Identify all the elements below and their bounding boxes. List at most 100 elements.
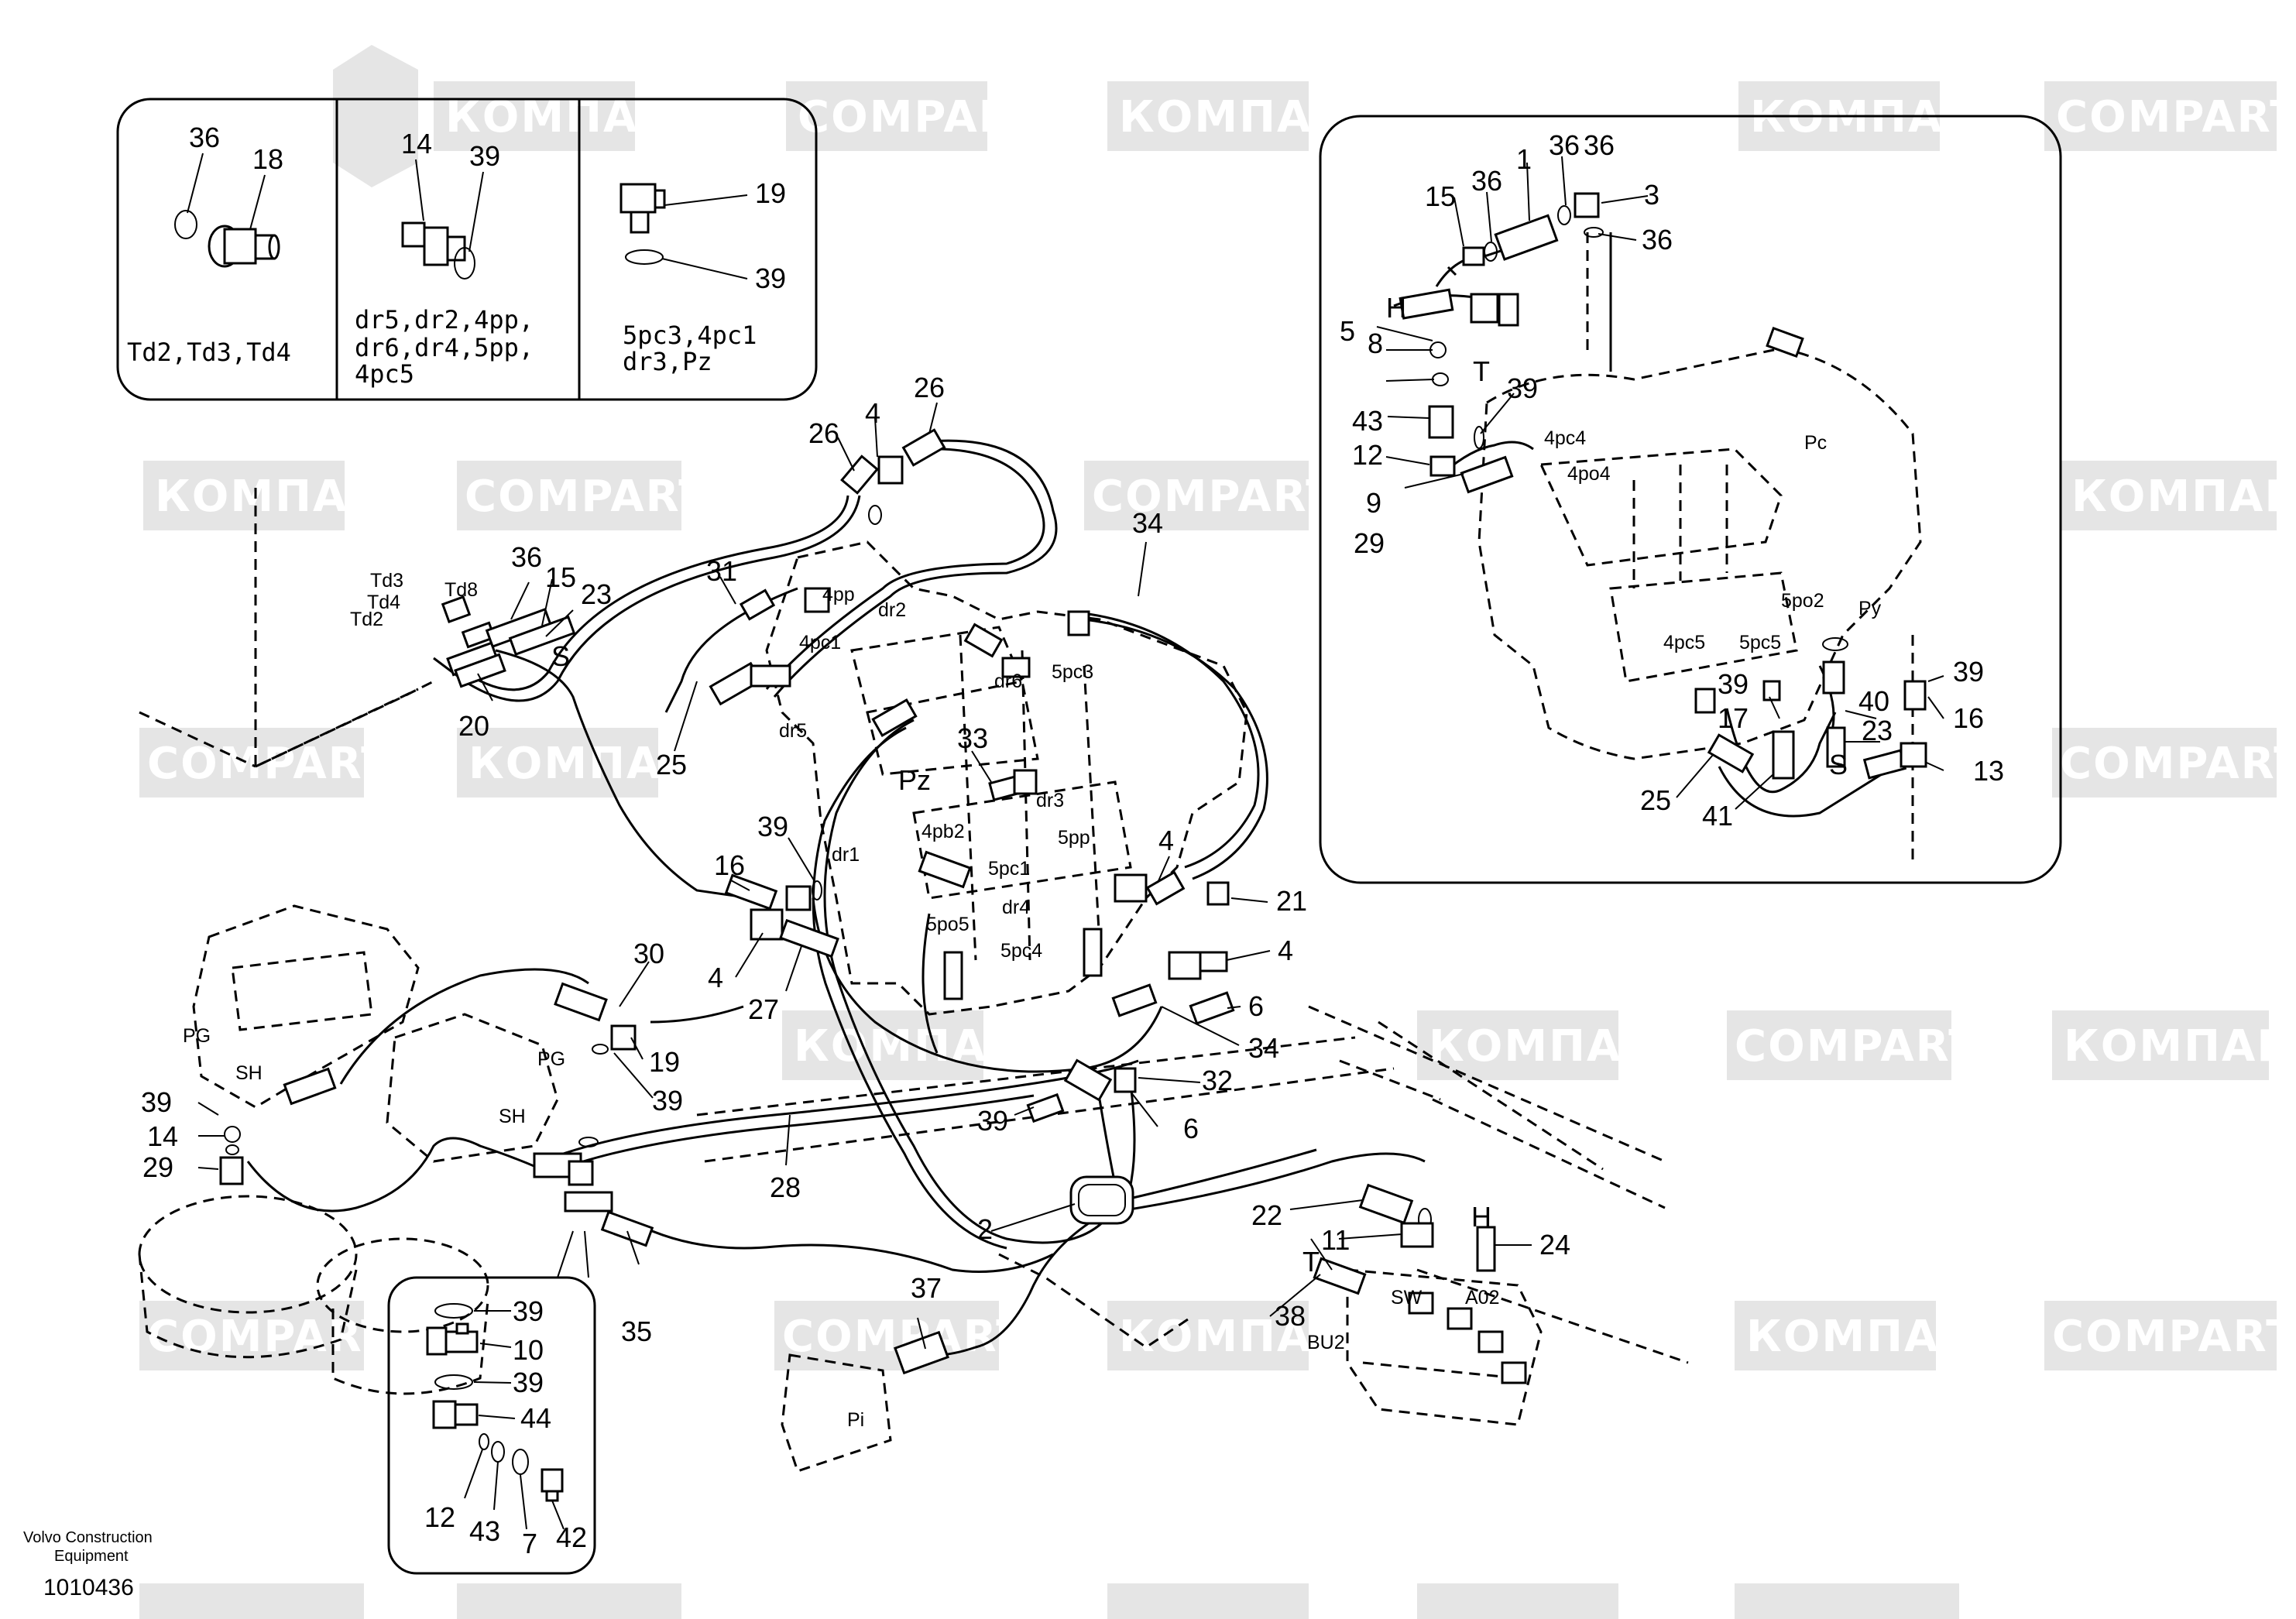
hose-end-38-icon [1313, 1257, 1367, 1295]
port-label: 4po4 [1567, 463, 1611, 485]
port-label: Td8 [444, 579, 478, 601]
part-number-39: 39 [755, 262, 786, 294]
hose-end-20-icon [454, 653, 506, 688]
watermark-en: COMPART [2060, 739, 2296, 789]
port-label: SH [235, 1062, 263, 1084]
detail-panel-1: 36 18 Td2,Td3,Td4 [127, 122, 291, 367]
elbow-fitting-icon [619, 183, 666, 234]
hose-end-4-icon [1145, 870, 1186, 906]
hose-letter-h: H [1386, 292, 1406, 324]
part-number-39: 39 [513, 1295, 544, 1327]
part-number-16: 16 [1953, 702, 1984, 734]
detail-top-right-labels: 36 1 36 3 15 36 36 5 8 43 12 9 29 39 16 … [1340, 129, 2004, 832]
port-label: dr2 [878, 599, 906, 621]
tee-fitting-4-icon [1114, 873, 1148, 903]
port-label: 5po5 [926, 914, 970, 935]
o-ring-icon [1557, 205, 1571, 225]
port-label: Py [1858, 598, 1882, 619]
hose-end-36-icon [508, 616, 576, 656]
hose-end-35-icon [600, 1210, 654, 1247]
hose-end-27-icon [779, 918, 839, 959]
o-ring-icon [592, 1044, 609, 1055]
o-ring-12-icon [479, 1433, 489, 1450]
o-ring-icon [1822, 637, 1848, 651]
fitting-32-icon [1063, 1058, 1113, 1102]
part-number-39: 39 [1953, 656, 1984, 688]
watermark-ru: КОМПАРТ [1746, 1312, 2004, 1362]
fitting-14-icon [224, 1126, 241, 1143]
o-ring-39-icon [812, 880, 822, 900]
port-label: Td4 [367, 592, 400, 613]
o-ring-icon [868, 505, 882, 525]
fitting-left-icon [568, 1160, 594, 1186]
footer: Volvo Construction Equipment 1010436 [23, 1529, 153, 1600]
part-number-36: 36 [511, 541, 542, 573]
elbow-3-icon [1574, 192, 1600, 218]
part-number-36: 36 [1584, 129, 1615, 161]
part-number-15: 15 [1425, 180, 1456, 212]
o-ring-icon [1584, 227, 1604, 238]
port-label: Pz [898, 764, 931, 796]
part-number-17: 17 [1718, 702, 1749, 734]
watermark-ru: КОМПАРТ [445, 92, 703, 142]
hose-end-5pc5-icon [943, 951, 963, 1000]
fitting-5pc3-icon [1067, 610, 1090, 636]
tee-fitting-4-icon [750, 908, 784, 941]
part-number-29: 29 [1354, 527, 1385, 559]
part-number-19: 19 [649, 1046, 680, 1078]
port-list-pc-line2: dr3,Pz [623, 347, 712, 376]
watermark-ru: КОМПАРТ [155, 472, 413, 522]
tee-fitting-44-icon [432, 1400, 479, 1429]
part-number-30: 30 [633, 938, 664, 969]
part-number-15: 15 [545, 561, 576, 593]
port-label: SW [1391, 1287, 1423, 1309]
port-label: Pi [847, 1409, 864, 1431]
hose-end-5pc4-icon [1083, 928, 1103, 977]
part-number-22: 22 [1251, 1199, 1282, 1231]
port-label: dr4 [1002, 897, 1030, 918]
port-label: dr6 [994, 671, 1022, 692]
port-list-dr-line1: dr5,dr2,4pp, [355, 305, 534, 334]
detail-box-top-right: 36 1 36 3 15 36 36 5 8 43 12 9 29 39 16 … [1319, 115, 2062, 884]
fitting-dr6-icon [1001, 657, 1031, 678]
watermark-ru: КОМПАРТ [1119, 1312, 1377, 1362]
fittings-main [219, 428, 1527, 1384]
part-number-9: 9 [1366, 487, 1381, 519]
part-number-12: 12 [424, 1501, 455, 1533]
port-list-dr-line2: dr6,dr4,5pp, [355, 333, 534, 362]
part-number-21: 21 [1276, 885, 1307, 917]
o-ring-39-icon [225, 1144, 239, 1155]
hose-letter-s: S [1829, 749, 1848, 780]
hose-letter-h: H [1471, 1201, 1491, 1233]
part-number-4: 4 [708, 962, 723, 993]
tee-fitting-5-icon [1470, 293, 1499, 324]
part-number-39: 39 [652, 1085, 683, 1116]
port-label: 5pc4 [1000, 940, 1042, 962]
elbow-19-icon [610, 1024, 637, 1051]
part-number-29: 29 [142, 1151, 173, 1183]
port-label: 4pb2 [921, 821, 965, 842]
washer-7-icon [512, 1449, 529, 1475]
fitting-39-icon [1026, 1092, 1065, 1123]
fitting-40-icon [1822, 660, 1845, 695]
detail-fittings-cluster [1408, 1291, 1527, 1384]
hose-end-34-icon [1111, 983, 1158, 1017]
part-number-43: 43 [1352, 405, 1383, 437]
fitting-dr3-icon [1013, 769, 1038, 795]
hose-end-dr5-icon [871, 698, 918, 737]
watermark-en: COMPART [1092, 472, 1337, 522]
port-label: dr5 [779, 720, 807, 742]
watermark-en: COMPART [147, 739, 392, 789]
hose-letter-s: S [551, 640, 570, 672]
check-valve-1-icon [1494, 214, 1559, 261]
o-ring-icon [174, 210, 197, 239]
hose-end-17-icon [1772, 730, 1795, 780]
watermark-ru: КОМПАРТ [1119, 92, 1377, 142]
watermark-en: COMPART [465, 472, 709, 522]
fitting-15-icon [1462, 246, 1485, 266]
part-number-38: 38 [1275, 1300, 1306, 1332]
port-label: 4pc4 [1544, 427, 1586, 449]
fitting-16-icon [785, 885, 812, 911]
part-number-4: 4 [865, 397, 880, 429]
o-ring-43-icon [491, 1441, 505, 1463]
